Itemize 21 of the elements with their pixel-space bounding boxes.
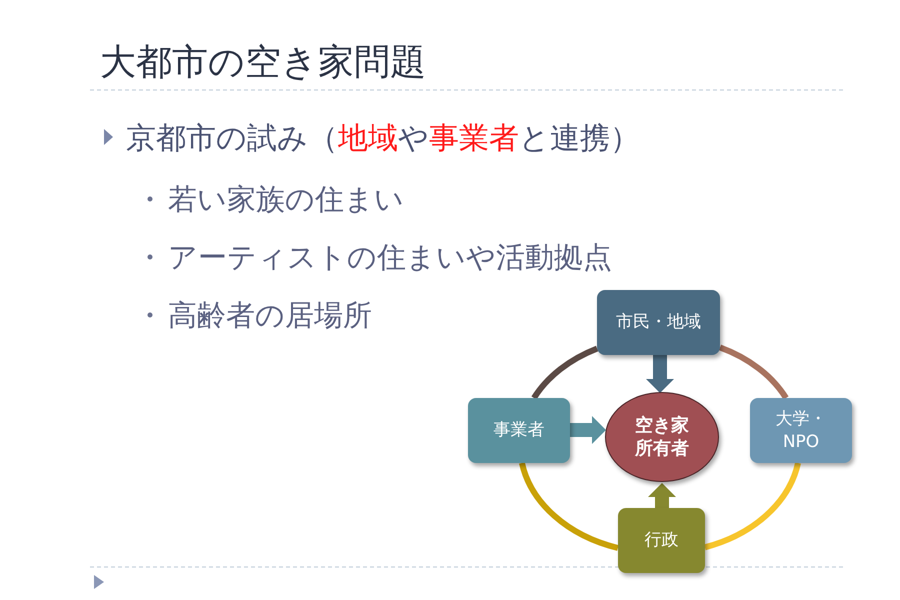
role-box: 大学・NPO [750,398,852,463]
block-arrow [570,416,606,444]
block-arrow [646,355,674,393]
list-item: アーティストの住まいや活動拠点 [168,239,612,276]
connector-arc [519,462,619,551]
heading-text: 京都市の試み（ [126,121,338,156]
block-arrow [648,483,676,508]
list-item: 高齢者の居場所 [168,297,372,334]
title: 大都市の空き家問題 [100,41,426,85]
list-item: 若い家族の住まい [168,181,404,218]
role-box: 行政 [618,508,705,573]
heading-text: 事業者 [429,121,519,156]
heading-text: や [398,121,429,156]
heading-text: 地域 [338,121,398,156]
role-box: 事業者 [468,398,570,463]
connector-arc [704,462,801,550]
connector-arc [532,346,598,400]
role-box: 市民・地域 [597,290,720,355]
center-ellipse: 空き家所有者 [605,392,719,482]
connector-arc [718,344,788,400]
heading-text: と連携） [519,121,640,156]
